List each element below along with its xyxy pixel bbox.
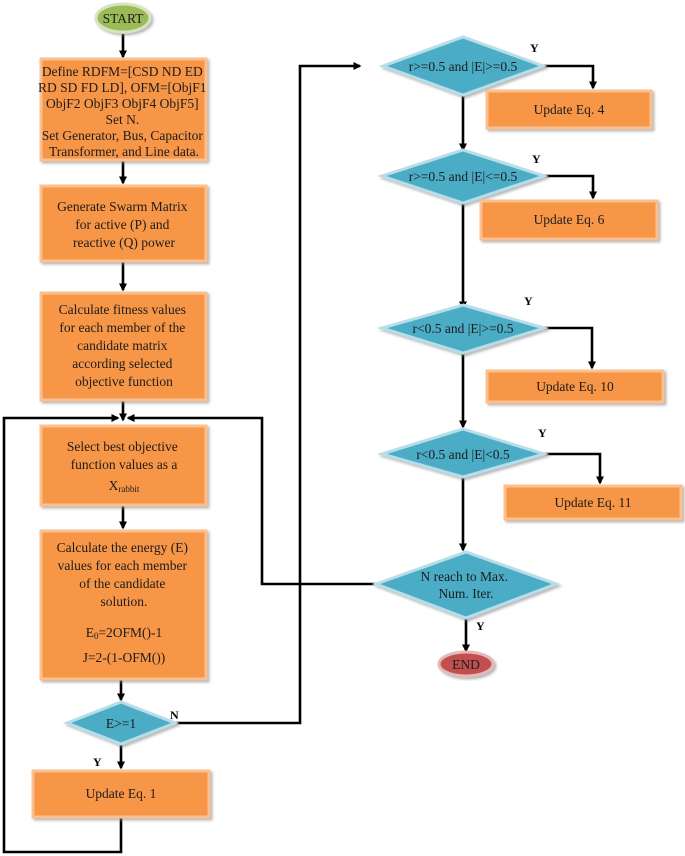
- swarm-step: Generate Swarm Matrix for active (P) and…: [39, 184, 208, 263]
- arrow-loop-back-right: [126, 414, 375, 586]
- start-label: START: [103, 11, 145, 26]
- update-eq10: Update Eq. 10: [485, 369, 665, 404]
- update-eq1-label: Update Eq. 1: [86, 786, 157, 801]
- update-eq1: Update Eq. 1: [31, 769, 211, 819]
- arrow-d1-yes: [543, 64, 597, 90]
- update-eq10-label: Update Eq. 10: [536, 379, 614, 394]
- decision-2-label: r>=0.5 and |E|<=0.5: [409, 169, 518, 184]
- arrow-d3-yes: [544, 326, 596, 370]
- decision-e-yes-label: Y: [93, 755, 102, 769]
- decision-max-yes-label: Y: [476, 619, 485, 633]
- define-step-text: Define RDFM=[CSD ND ED RD SD FD LD], OFM…: [38, 64, 210, 159]
- update-eq11-label: Update Eq. 11: [554, 495, 631, 510]
- connectors: [2, 34, 604, 854]
- update-eq4: Update Eq. 4: [485, 89, 653, 130]
- end-terminal: END: [437, 650, 495, 678]
- arrow-no-branch-to-right-column: [175, 62, 362, 725]
- arrow-loop-back-left: [2, 414, 123, 854]
- update-eq6-label: Update Eq. 6: [534, 212, 605, 227]
- decision-3-yes-label: Y: [524, 294, 533, 308]
- arrow-d2-yes: [544, 174, 597, 200]
- start-terminal: START: [94, 2, 152, 34]
- decision-2: r>=0.5 and |E|<=0.5: [377, 148, 549, 205]
- select-step-text: Select best objective function values as…: [67, 439, 181, 472]
- energy-equation-2: J=2-(1-OFM()): [83, 650, 166, 665]
- decision-e-no-label: N: [170, 708, 179, 722]
- define-step: Define RDFM=[CSD ND ED RD SD FD LD], OFM…: [38, 57, 210, 162]
- decision-e-label: E>=1: [106, 716, 136, 731]
- x-rabbit-label: Xrabbit: [109, 478, 140, 494]
- arrow-d4-yes: [544, 452, 604, 485]
- update-eq11: Update Eq. 11: [503, 484, 683, 521]
- update-eq4-label: Update Eq. 4: [534, 102, 605, 117]
- decision-4-label: r<0.5 and |E|<0.5: [416, 447, 510, 462]
- decision-e: E>=1: [62, 700, 180, 746]
- energy-step-text: Calculate the energy (E) values for each…: [57, 540, 192, 609]
- decision-1-yes-label: Y: [530, 41, 539, 55]
- energy-step: Calculate the energy (E) values for each…: [39, 529, 208, 681]
- select-step: Select best objective function values as…: [39, 424, 208, 507]
- decision-4: r<0.5 and |E|<0.5: [376, 427, 550, 479]
- fitness-step: Calculate fitness values for each member…: [39, 291, 208, 402]
- update-eq6: Update Eq. 6: [479, 199, 659, 241]
- decision-1: r>=0.5 and |E|>=0.5: [378, 35, 548, 97]
- decision-max-iter-label: N reach to Max. Num. Iter.: [420, 569, 511, 601]
- energy-equation-1: E0=2OFM()-1: [86, 625, 163, 641]
- decision-4-yes-label: Y: [538, 426, 547, 440]
- swarm-step-text: Generate Swarm Matrix for active (P) and…: [57, 199, 191, 250]
- decision-2-yes-label: Y: [532, 152, 541, 166]
- decision-3-label: r<0.5 and |E|>=0.5: [413, 321, 514, 336]
- fitness-step-text: Calculate fitness values for each member…: [59, 302, 190, 389]
- decision-3: r<0.5 and |E|>=0.5: [376, 303, 550, 355]
- decision-1-label: r>=0.5 and |E|>=0.5: [409, 59, 518, 74]
- decision-max-iter: N reach to Max. Num. Iter.: [371, 550, 561, 620]
- end-label: END: [452, 657, 480, 672]
